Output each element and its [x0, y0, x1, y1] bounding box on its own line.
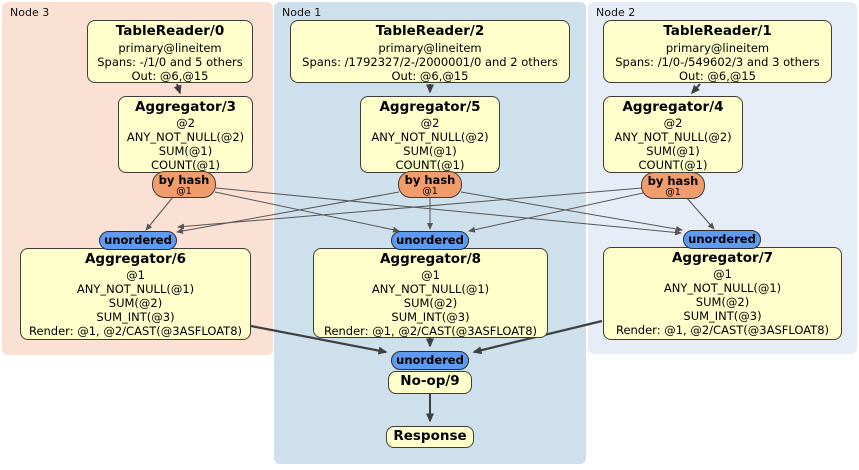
edge-agg6-sync-final [250, 324, 388, 355]
edge-hash3-sync1 [214, 191, 400, 233]
sync-label: unordered [688, 232, 756, 246]
agg-func: COUNT(@1) [395, 158, 465, 172]
edge-hash3-sync2 [215, 187, 682, 236]
processor-title: Aggregator/6 [84, 251, 187, 267]
agg-render: Render: @1, @2/CAST(@3ASFLOAT8) [323, 324, 538, 338]
agg-func: SUM_INT(@3) [96, 310, 175, 324]
processor-index: primary@lineitem [665, 41, 770, 55]
processor-aggregator-8: Aggregator/8 @1 ANY_NOT_NULL(@1) SUM(@2)… [313, 248, 548, 338]
processor-tablereader-0: TableReader/0 primary@lineitem Spans: -/… [87, 20, 253, 83]
processor-title: TableReader/0 [115, 23, 225, 39]
processor-index: primary@lineitem [378, 41, 482, 55]
agg-group-cols: @1 [421, 268, 440, 282]
processor-spans: Spans: /1792327/2-/2000001/0 and 2 other… [302, 55, 558, 69]
edge-hash2-sync1 [468, 192, 644, 233]
agg-func: SUM(@2) [695, 295, 750, 309]
router-by-hash-agg3: by hash @1 [152, 171, 216, 198]
agg-func: SUM(@1) [158, 144, 213, 158]
processor-aggregator-4: Aggregator/4 @2 ANY_NOT_NULL(@2) SUM(@1)… [603, 96, 743, 173]
processor-noop-9: No-op/9 [388, 371, 472, 394]
agg-func: ANY_NOT_NULL(@1) [76, 282, 195, 296]
sync-label: unordered [396, 353, 464, 367]
edge-hash2-sync3 [177, 187, 643, 230]
agg-func: COUNT(@1) [151, 158, 220, 172]
processor-title: Aggregator/5 [379, 99, 481, 115]
processor-title: Aggregator/7 [671, 250, 774, 266]
agg-func: SUM_INT(@3) [683, 309, 762, 323]
agg-func: ANY_NOT_NULL(@2) [371, 130, 489, 144]
processor-title: TableReader/2 [375, 23, 485, 39]
router-by-hash-agg4: by hash @1 [641, 172, 705, 199]
edge-tr0-agg3 [173, 83, 182, 95]
agg-group-cols: @1 [713, 267, 732, 281]
agg-func: ANY_NOT_NULL(@1) [663, 281, 782, 295]
agg-func: SUM(@1) [403, 144, 457, 158]
processor-title: TableReader/1 [663, 23, 772, 39]
router-stream: @1 [422, 186, 438, 197]
sync-label: unordered [396, 233, 464, 247]
region-label-node-2: Node 2 [596, 6, 636, 19]
processor-title: No-op/9 [400, 373, 460, 389]
processor-index: primary@lineitem [118, 41, 222, 55]
region-label-node-1: Node 1 [282, 6, 322, 19]
agg-func: SUM_INT(@3) [391, 310, 470, 324]
router-by-hash-agg5: by hash @1 [398, 171, 462, 198]
agg-group-cols: @2 [176, 116, 195, 130]
processor-out: Out: @6,@15 [391, 69, 469, 83]
processor-spans: Spans: -/1/0 and 5 others [97, 55, 243, 69]
processor-title: Response [393, 428, 467, 444]
router-stream: @1 [176, 186, 192, 197]
agg-func: ANY_NOT_NULL(@1) [371, 282, 490, 296]
processor-out: Out: @6,@15 [131, 69, 209, 83]
edge-tr1-agg4 [691, 83, 701, 95]
router-stream: @1 [665, 187, 681, 198]
agg-func: SUM(@1) [646, 144, 700, 158]
processor-title: Aggregator/8 [379, 251, 482, 267]
processor-aggregator-7: Aggregator/7 @1 ANY_NOT_NULL(@1) SUM(@2)… [603, 247, 842, 340]
router-label: by hash [158, 173, 210, 187]
router-label: by hash [404, 173, 456, 187]
edge-hash1-sync3 [176, 191, 400, 234]
processor-tablereader-2: TableReader/2 primary@lineitem Spans: /1… [290, 20, 570, 83]
sync-unordered-final: unordered [391, 351, 469, 370]
processor-spans: Spans: /1/0-/549602/3 and 3 others [615, 55, 820, 69]
agg-render: Render: @1, @2/CAST(@3ASFLOAT8) [615, 323, 830, 337]
sync-unordered-node2: unordered [683, 230, 761, 249]
agg-render: Render: @1, @2/CAST(@3ASFLOAT8) [28, 324, 243, 338]
agg-func: ANY_NOT_NULL(@2) [614, 130, 732, 144]
processor-aggregator-6: Aggregator/6 @1 ANY_NOT_NULL(@1) SUM(@2)… [20, 248, 251, 340]
agg-group-cols: @2 [663, 116, 683, 130]
agg-group-cols: @1 [126, 268, 145, 282]
sync-label: unordered [104, 233, 172, 247]
processor-aggregator-3: Aggregator/3 @2 ANY_NOT_NULL(@2) SUM(@1)… [118, 96, 253, 173]
edge-hash1-sync2 [460, 191, 683, 232]
sync-unordered-node3: unordered [99, 231, 177, 250]
sync-unordered-node1: unordered [391, 231, 469, 250]
agg-func: SUM(@2) [403, 296, 458, 310]
processor-aggregator-5: Aggregator/5 @2 ANY_NOT_NULL(@2) SUM(@1)… [360, 96, 500, 173]
response-node: Response [386, 426, 474, 448]
edge-hash3-sync3 [145, 196, 174, 231]
agg-func: COUNT(@1) [638, 158, 708, 172]
router-label: by hash [647, 174, 699, 188]
processor-out: Out: @6,@15 [679, 69, 756, 83]
agg-group-cols: @2 [420, 116, 440, 130]
processor-title: Aggregator/3 [134, 99, 237, 115]
processor-tablereader-1: TableReader/1 primary@lineitem Spans: /1… [603, 20, 832, 83]
processor-title: Aggregator/4 [622, 99, 724, 115]
edge-hash2-sync2 [685, 196, 715, 230]
agg-func: SUM(@2) [108, 296, 163, 310]
region-label-node-3: Node 3 [10, 6, 50, 19]
agg-func: ANY_NOT_NULL(@2) [126, 130, 245, 144]
